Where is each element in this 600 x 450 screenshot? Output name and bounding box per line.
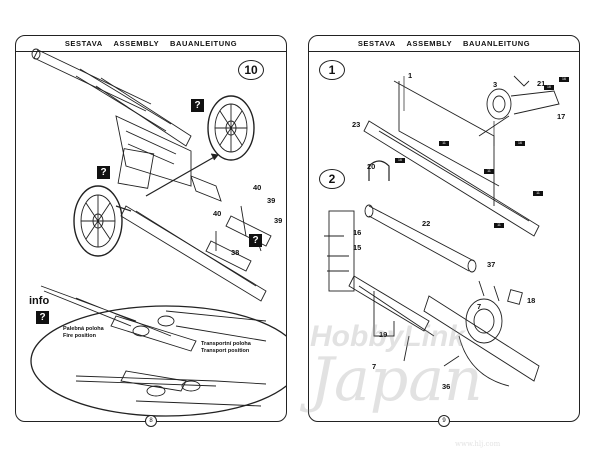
transport-position-czech: Transportní poloha bbox=[201, 341, 251, 347]
part-number-label: 1 bbox=[408, 71, 413, 80]
info-title: info bbox=[29, 295, 50, 307]
part-20-handle bbox=[368, 160, 390, 181]
left-wheel bbox=[73, 185, 123, 257]
part-number-label: 40 bbox=[253, 183, 262, 192]
lower-cradle-part bbox=[363, 120, 540, 237]
part-number-label: 15 bbox=[353, 243, 362, 252]
sprue-tag: 11 bbox=[484, 169, 494, 174]
header-word-english: ASSEMBLY bbox=[113, 39, 160, 48]
sprue-tag: 11 bbox=[439, 141, 449, 146]
sprue-tag: 16 bbox=[544, 85, 554, 90]
right-page-header: SESTAVA ASSEMBLY BAUANLEITUNG bbox=[309, 36, 579, 52]
step-2-badge: 2 bbox=[319, 169, 345, 189]
left-page-header: SESTAVA ASSEMBLY BAUANLEITUNG bbox=[16, 36, 286, 52]
part-number-label: 22 bbox=[422, 219, 431, 228]
fire-position-english: Fire position bbox=[63, 332, 96, 339]
gun-trail bbox=[120, 205, 267, 302]
part-number-label: 39 bbox=[274, 216, 283, 225]
right-instruction-page: SESTAVA ASSEMBLY BAUANLEITUNG bbox=[308, 35, 580, 427]
part-number-label: 19 bbox=[379, 330, 388, 339]
part-number-label: 18 bbox=[527, 296, 536, 305]
transport-position-caption: Transportní poloha Transport position bbox=[201, 341, 251, 354]
question-mark-icon: ? bbox=[191, 99, 204, 112]
part-number-label: 23 bbox=[352, 120, 361, 129]
sprue-tag: 11 bbox=[533, 191, 543, 196]
part-number-label: 17 bbox=[557, 112, 566, 121]
part-number-label: 3 bbox=[493, 80, 498, 89]
watermark-url: www.hlj.com bbox=[455, 440, 501, 448]
cradle-assembly-drawing bbox=[324, 75, 560, 387]
fire-position-czech: Palebná poloha bbox=[63, 326, 104, 332]
header-word-english: ASSEMBLY bbox=[406, 39, 453, 48]
header-word-german: BAUANLEITUNG bbox=[169, 39, 238, 48]
header-word-german: BAUANLEITUNG bbox=[462, 39, 531, 48]
question-mark-icon: ? bbox=[249, 234, 262, 247]
sprue-tag: 16 bbox=[515, 141, 525, 146]
transport-position-english: Transport position bbox=[201, 347, 250, 354]
part-number-label: 16 bbox=[353, 228, 362, 237]
left-instruction-page: SESTAVA ASSEMBLY BAUANLEITUNG bbox=[15, 35, 287, 427]
part-number-label: 39 bbox=[267, 196, 276, 205]
part-number-label: 38 bbox=[231, 248, 240, 257]
page-number: 8 bbox=[145, 415, 157, 427]
sprue-tag: 16 bbox=[559, 77, 569, 82]
sprue-tag: 11 bbox=[494, 223, 504, 228]
barrel-tube-22 bbox=[368, 205, 475, 272]
question-mark-icon: ? bbox=[36, 311, 49, 324]
header-word-czech: SESTAVA bbox=[64, 39, 103, 48]
howitzer-assembly-drawing bbox=[30, 48, 286, 417]
part-number-label: 40 bbox=[213, 209, 222, 218]
header-word-czech: SESTAVA bbox=[357, 39, 396, 48]
sprue-tag: 16 bbox=[395, 158, 405, 163]
part-number-label: 36 bbox=[442, 382, 451, 391]
lower-carriage bbox=[423, 295, 540, 382]
part-number-label: 21 bbox=[537, 79, 546, 88]
part-number-label: 20 bbox=[367, 162, 376, 171]
right-wheel bbox=[207, 95, 255, 161]
question-mark-icon: ? bbox=[97, 166, 110, 179]
gun-barrel bbox=[33, 49, 152, 112]
fire-position-caption: Palebná poloha Fire position bbox=[63, 326, 104, 339]
part-number-label: 7 bbox=[372, 362, 377, 371]
part-number-label: 7 bbox=[477, 302, 482, 311]
page-number: 9 bbox=[438, 415, 450, 427]
step-number-badge: 10 bbox=[238, 60, 264, 80]
part-number-label: 37 bbox=[487, 260, 496, 269]
step-1-badge: 1 bbox=[319, 60, 345, 80]
